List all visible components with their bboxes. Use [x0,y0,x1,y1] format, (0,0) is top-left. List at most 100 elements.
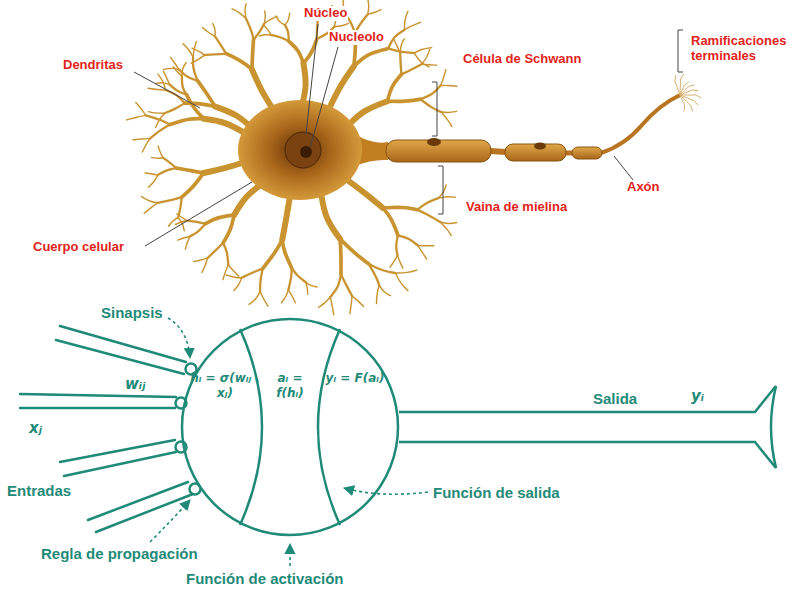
dendrite [205,54,227,55]
leader-line [310,47,338,148]
dendrite [178,236,190,240]
output-line [399,442,776,468]
dendrite [228,265,239,276]
dendrite [338,239,343,274]
dendrite [203,28,215,37]
leader-line [145,182,252,246]
axon-segment [601,95,680,153]
dendrite [350,296,352,314]
part-label: Axón [626,180,661,195]
dendrite [182,63,186,76]
dendrite [369,264,380,286]
dendrite [330,297,334,315]
dendrite [292,268,306,282]
dendrite [394,40,400,53]
model-label: yᵢ [690,388,705,405]
dendrite [178,197,182,217]
dendrite [190,224,206,237]
dendrite [418,245,434,247]
formula: hᵢ = σ(wᵢⱼ . xⱼ) [190,371,260,401]
dendrite [204,119,248,135]
bracket [438,166,443,214]
dendrite [418,245,427,259]
dendrite [383,207,418,209]
dendrite [379,285,390,295]
dendrite [158,197,182,203]
terminal-branch [691,105,693,111]
dendrite [187,95,204,119]
pointer-arrow [344,488,428,494]
dendrite [254,24,265,40]
dendrite [377,285,380,303]
dendrite [347,101,387,126]
dendrite [193,258,207,262]
dendrite [252,69,274,110]
dendrite [334,23,348,26]
terminal-branch [692,90,698,92]
dendrite [352,296,363,306]
pointer-arrow [289,544,291,566]
dendrite [302,63,306,105]
dendrite [417,198,438,209]
dendrite [260,291,268,306]
model-label: Regla de propagación [40,545,199,562]
axon-segment [490,151,506,152]
dendrite [397,255,402,268]
dendrite [173,67,182,76]
input-line [56,340,184,374]
nucleus [285,132,321,168]
dendrite [289,41,304,63]
model-label: wᵢⱼ [124,376,146,393]
dendrite [259,35,271,36]
terminal-branch [674,75,676,81]
dendrite [264,16,277,23]
dendrite [390,255,398,267]
dendrite [441,85,457,87]
dendrite [144,203,158,213]
dendrite [133,139,150,140]
dendrite [198,81,216,107]
dendrite [422,49,430,64]
formula: aᵢ = f(hᵢ) [262,371,318,401]
dendrite [398,235,418,245]
dendrite [400,53,401,74]
dendrite [285,25,289,41]
dendrite [203,162,245,173]
dendrite [367,0,368,14]
part-label: Célula de Schwann [462,52,582,67]
dendrite [136,103,146,116]
terminal-branch [696,95,701,98]
dendrite [208,243,224,258]
model-label: Entradas [6,482,72,499]
dendrite [288,290,295,303]
bracket [432,82,437,136]
dendrite [441,111,457,112]
dendrite [328,66,354,111]
dendrite [340,239,368,264]
dendrite [206,215,235,224]
artificial-neuron-inputs [20,326,201,532]
dendrite [158,146,163,157]
dendrite [141,196,158,202]
dendrite [400,39,404,53]
dendrite [321,192,340,239]
terminal-branch [681,74,684,79]
dendrite [182,76,187,95]
model-label: Función de salida [432,484,561,501]
output-end [771,386,776,468]
leader-line [134,72,200,108]
dendrite [441,70,446,86]
dendrite [438,197,455,199]
leader-line [614,156,633,180]
neuron-body: hᵢ = σ(wᵢⱼ . xⱼ)aᵢ = f(hᵢ)yᵢ = F(aᵢ) [180,317,400,537]
part-label: Dendritas [62,58,124,73]
myelin-sheath [572,147,602,159]
input-line [64,452,176,476]
dendrite [192,48,204,55]
input-line [96,494,193,532]
dendrite [263,240,283,269]
leader-lines [134,24,683,246]
dendrite [165,103,185,113]
terminal-branch [680,95,691,105]
part-label: Nucleolo [328,30,385,45]
